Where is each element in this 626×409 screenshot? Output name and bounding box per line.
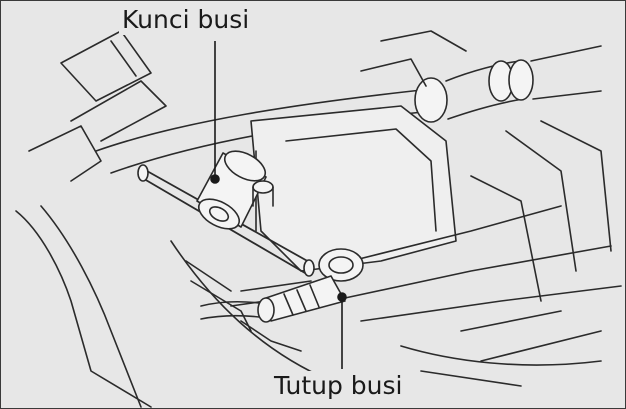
intake-pipe xyxy=(95,45,602,174)
spark-plug-cap xyxy=(200,248,364,323)
spark-plug-cap-label: Tutup busi xyxy=(271,371,406,401)
cap-leader-dot xyxy=(337,292,347,302)
lower-panel xyxy=(170,240,602,387)
left-bulkhead xyxy=(15,30,167,408)
wrench-leader-dot xyxy=(210,174,220,184)
spark-plug-wrench-label: Kunci busi xyxy=(119,5,253,35)
small-fitting xyxy=(252,180,274,207)
